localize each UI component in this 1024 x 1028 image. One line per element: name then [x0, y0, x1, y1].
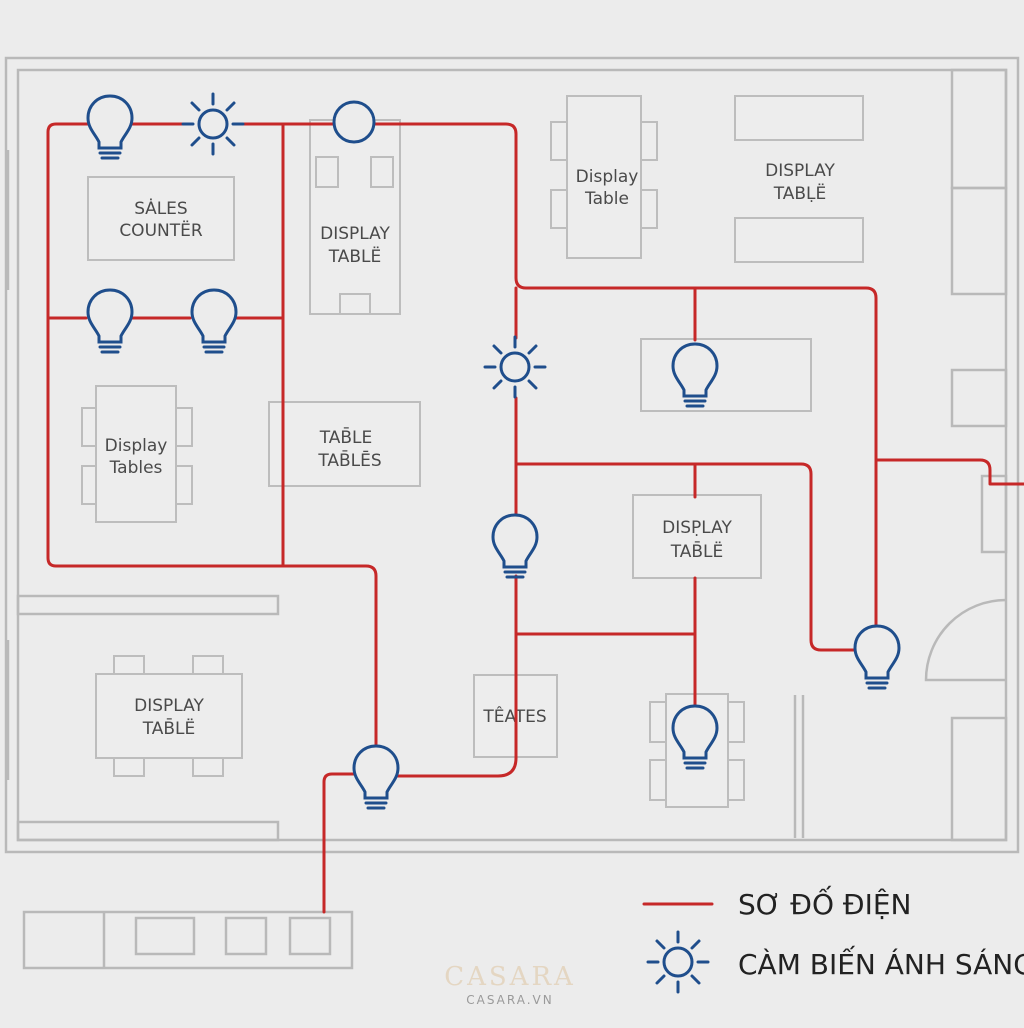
- label-display-table-mid-2: TAB̄LË: [670, 540, 724, 562]
- sales-counter: [87, 176, 235, 261]
- light-bulb-icon: [86, 94, 134, 160]
- labels: SȦLES COUNTËR DISPLAY TABLË Display Tabl…: [105, 161, 836, 739]
- light-bulb-icon: [352, 744, 400, 810]
- walls: [4, 56, 1020, 970]
- ceiling-light-icon: [332, 100, 376, 144]
- light-bulb-icon: [86, 288, 134, 354]
- label-display-table-mid-1: DISP̣LAY: [662, 518, 732, 538]
- label-display-tables-2: Tables: [109, 458, 163, 478]
- label-display-table-left-1: DISPLAY: [134, 696, 204, 716]
- brand-site: CASARA.VN: [466, 993, 554, 1007]
- legend: SƠ ĐỐ ĐIỆN CÀM BIẾN ÁNH SÁNG: [642, 884, 1024, 994]
- light-sensor-icon: [483, 335, 547, 399]
- label-table-tables-2: TAB̄LĒS: [317, 449, 381, 471]
- label-table-tables-1: TAB̄LE: [319, 426, 373, 448]
- display-table-top: [309, 119, 401, 315]
- display-table-small: [566, 95, 642, 259]
- label-display-table-top-1: DISPLAY: [320, 224, 390, 244]
- light-bulb-icon: [190, 288, 238, 354]
- display-table-left: [95, 673, 243, 759]
- label-sales-counter-2: COUNTËR: [119, 220, 203, 241]
- display-table-mid: [632, 494, 762, 579]
- label-display-table-small-1: Display: [576, 167, 639, 187]
- label-display-table-small-2: Table: [584, 189, 629, 209]
- legend-light-sensor-label: CÀM BIẾN ÁNH SÁNG: [738, 944, 1024, 981]
- furniture: [81, 95, 864, 808]
- label-display-table-right-2: TABḶË: [773, 183, 827, 204]
- brand-logo: CASARA CASARA.VN: [444, 962, 576, 1007]
- light-bulb-icon: [853, 624, 901, 690]
- table-tables: [268, 401, 421, 487]
- display-tables: [95, 385, 177, 523]
- light-bulb-icon: [491, 513, 539, 579]
- label-display-table-right-1: DISPLAY: [765, 161, 835, 181]
- brand-name: CASARA: [444, 962, 576, 992]
- label-sales-counter-1: SȦLES: [134, 198, 187, 219]
- electrical-wiring: [46, 122, 1024, 914]
- label-display-table-left-2: TAB̄LË: [142, 717, 196, 739]
- light-sensor-icon: [181, 92, 245, 156]
- label-display-table-top-2: TABLË: [328, 246, 382, 267]
- light-sensor-icon: [646, 930, 710, 994]
- legend-wiring-label: SƠ ĐỐ ĐIỆN: [738, 884, 911, 921]
- label-display-tables-1: Display: [105, 436, 168, 456]
- light-bulbs: [86, 94, 901, 810]
